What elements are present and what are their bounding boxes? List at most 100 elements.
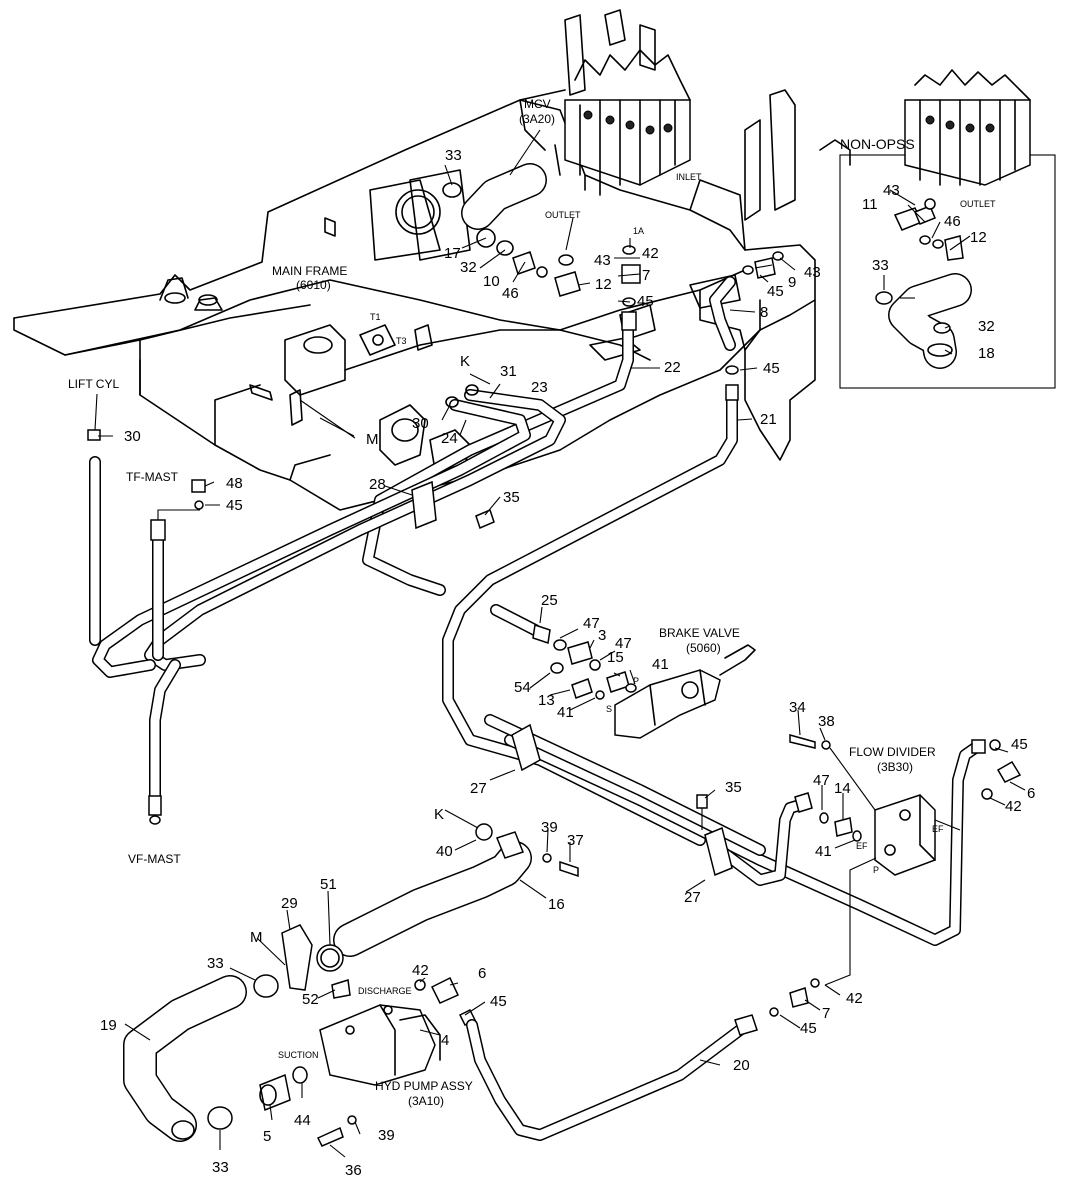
- callout-28: 28: [369, 476, 386, 493]
- label-brake-valve-code: (5060): [686, 641, 721, 655]
- callout-42-fd: 42: [1005, 798, 1022, 815]
- callout-42-top: 42: [642, 245, 659, 262]
- label-mcv-code: (3A20): [519, 112, 555, 126]
- label-lift-cyl: LIFT CYL: [68, 377, 119, 391]
- label-main-frame-code: (6010): [296, 278, 331, 292]
- callout-33: 33: [445, 147, 462, 164]
- flow-divider: [484, 714, 1022, 986]
- callout-27-b: 27: [684, 889, 701, 906]
- callout-22: 22: [664, 359, 681, 376]
- callout-34: 34: [789, 699, 806, 716]
- callout-45-top: 45: [637, 293, 654, 310]
- callout-23: 23: [531, 379, 548, 396]
- label-k-top: K: [460, 353, 470, 370]
- diagram-labels: MCV (3A20) NON-OPSS MAIN FRAME (6010) LI…: [68, 97, 996, 1108]
- label-main-frame: MAIN FRAME: [272, 264, 347, 278]
- callout-19: 19: [100, 1017, 117, 1034]
- label-k-bottom: K: [434, 806, 444, 823]
- label-discharge: DISCHARGE: [358, 986, 412, 996]
- callout-17: 17: [444, 245, 461, 262]
- callout-35-top: 35: [503, 489, 520, 506]
- callout-45-bot: 45: [800, 1020, 817, 1037]
- callout-15: 15: [607, 649, 624, 666]
- label-ef-fd: EF: [856, 841, 868, 851]
- callout-45-fd: 45: [1011, 736, 1028, 753]
- callout-39-top: 39: [541, 819, 558, 836]
- brake-valve: [550, 639, 756, 739]
- callout-43-outlet: 43: [594, 252, 611, 269]
- callout-47-a: 47: [583, 615, 600, 632]
- callout-inset-11: 11: [862, 196, 878, 213]
- callout-25: 25: [541, 592, 558, 609]
- callout-10: 10: [483, 273, 500, 290]
- callout-47-fd: 47: [813, 772, 830, 789]
- label-tf-mast: TF-MAST: [126, 470, 179, 484]
- label-s-brake: S: [606, 704, 612, 714]
- label-1a: 1A: [633, 226, 644, 236]
- callout-29: 29: [281, 895, 298, 912]
- callout-inset-18: 18: [978, 345, 995, 362]
- callout-3: 3: [598, 627, 606, 644]
- label-t3: T3: [396, 336, 407, 346]
- label-m-top: M: [366, 431, 379, 448]
- callout-inset-32: 32: [978, 318, 995, 335]
- label-t1: T1: [370, 312, 381, 322]
- callout-37: 37: [567, 832, 584, 849]
- callout-39-bot: 39: [378, 1127, 395, 1144]
- callout-13: 13: [538, 692, 555, 709]
- callout-42-bot: 42: [846, 990, 863, 1007]
- callout-6-fd: 6: [1027, 785, 1035, 802]
- callout-48: 48: [226, 475, 243, 492]
- callout-41-a: 41: [652, 656, 669, 673]
- callout-32: 32: [460, 259, 477, 276]
- callout-8: 8: [760, 304, 768, 321]
- mcv-valve: [564, 49, 691, 196]
- callout-inset-12: 12: [970, 229, 987, 246]
- callout-30-lift: 30: [124, 428, 141, 445]
- label-inlet: INLET: [676, 172, 702, 182]
- callout-4: 4: [441, 1032, 449, 1049]
- label-vf-mast: VF-MAST: [128, 852, 181, 866]
- label-flow-divider: FLOW DIVIDER: [849, 745, 936, 759]
- leader-lines: [94, 129, 1026, 1158]
- callout-45-pump: 45: [490, 993, 507, 1010]
- callout-36: 36: [345, 1162, 362, 1179]
- callout-inset-46: 46: [944, 213, 961, 230]
- label-hyd-pump-code: (3A10): [408, 1094, 444, 1108]
- label-outlet: OUTLET: [545, 210, 581, 220]
- callout-31: 31: [500, 363, 517, 380]
- callout-42-pump: 42: [412, 962, 429, 979]
- label-hyd-pump: HYD PUMP ASSY: [375, 1079, 473, 1093]
- main-frame: [13, 9, 851, 511]
- pipes-upper: [87, 163, 784, 846]
- callout-45-21: 45: [763, 360, 780, 377]
- label-p-fd: P: [873, 865, 879, 875]
- callout-41-b: 41: [557, 704, 574, 721]
- callout-54: 54: [514, 679, 531, 696]
- callout-33-mid: 33: [207, 955, 224, 972]
- callout-inset-43: 43: [883, 182, 900, 199]
- callout-30-a: 30: [412, 415, 429, 432]
- label-mcv: MCV: [524, 97, 551, 111]
- callout-40: 40: [436, 843, 453, 860]
- label-m-bottom: M: [250, 929, 263, 946]
- callout-16: 16: [548, 896, 565, 913]
- callout-inset-33: 33: [872, 257, 889, 274]
- callout-20: 20: [733, 1057, 750, 1074]
- callout-6-pump: 6: [478, 965, 486, 982]
- callout-38: 38: [818, 713, 835, 730]
- label-flow-divider-code: (3B30): [877, 760, 913, 774]
- label-outlet-inset: OUTLET: [960, 199, 996, 209]
- callout-45-tf: 45: [226, 497, 243, 514]
- label-p-brake: P: [633, 676, 639, 686]
- callout-7-bot: 7: [822, 1005, 830, 1022]
- callout-7-top: 7: [642, 267, 650, 284]
- label-ef-fd2: EF: [932, 824, 944, 834]
- callout-5: 5: [263, 1128, 271, 1145]
- callout-45-mid: 45: [767, 283, 784, 300]
- callout-33-bot: 33: [212, 1159, 229, 1176]
- label-suction: SUCTION: [278, 1050, 319, 1060]
- callout-24: 24: [441, 430, 458, 447]
- label-brake-valve: BRAKE VALVE: [659, 626, 740, 640]
